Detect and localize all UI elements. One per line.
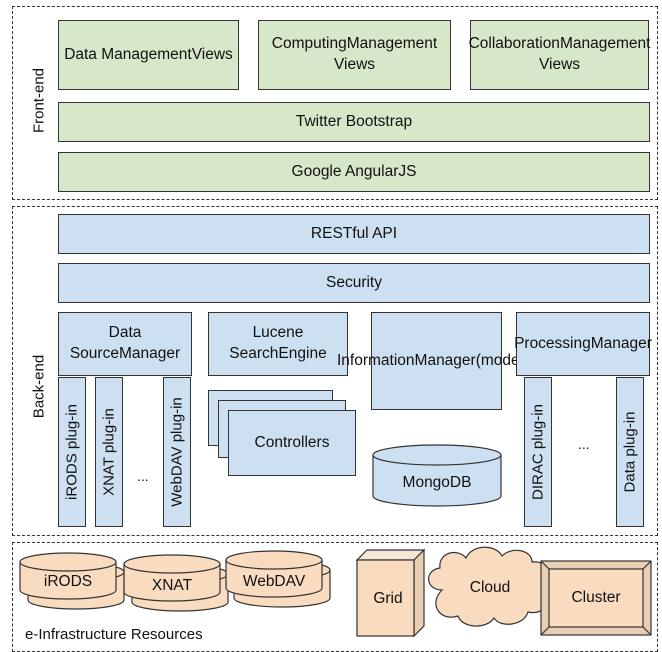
lucene-search-engine: Lucene SearchEngine: [208, 312, 348, 376]
mongodb-cylinder: MongoDB: [372, 444, 502, 507]
data-management-views: Data ManagementViews: [58, 20, 239, 90]
computing-management-views-line2: Management Views: [333, 35, 438, 73]
irods-plugin: iRODS plug-in: [58, 377, 86, 527]
data-source-manager-line1: Data Source: [69, 324, 142, 362]
cloud-label: Cloud: [470, 579, 511, 596]
cloud-shape: Cloud: [428, 546, 551, 627]
collaboration-management-views-line2: Management Views: [538, 35, 651, 73]
cluster-box: Cluster: [540, 560, 652, 636]
right-plugins-ellipsis: ...: [578, 436, 590, 452]
irods-label: iRODS: [44, 573, 92, 590]
processing-manager: ProcessingManager: [514, 312, 652, 376]
grid-cube: Grid: [355, 548, 426, 638]
controllers: Controllers: [228, 410, 356, 476]
dirac-plugin: DIRAC plug-in: [524, 377, 552, 527]
lucene-line2: Engine: [278, 345, 327, 362]
data-management-views-line1: Data Management: [64, 45, 192, 63]
frontend-section: [12, 6, 658, 200]
data-plugin: Data plug-in: [616, 377, 644, 527]
data-source-manager-line2: Manager: [118, 345, 181, 362]
cluster-label: Cluster: [571, 589, 620, 606]
infrastructure-label: e-Infrastructure Resources: [25, 626, 203, 643]
information-line2: Manager: [414, 351, 476, 369]
computing-management-views: ComputingManagement Views: [258, 20, 451, 90]
collaboration-management-views: CollaborationManagement Views: [468, 20, 651, 90]
backend-section: [12, 206, 658, 536]
lucene-line1: Lucene Search: [229, 324, 304, 362]
computing-management-views-line1: Computing: [271, 35, 347, 53]
processing-line2: Manager: [590, 334, 652, 352]
information-line1: Information: [336, 351, 415, 369]
mongodb-label: MongoDB: [403, 474, 472, 491]
processing-line1: Processing: [514, 334, 591, 352]
grid-label: Grid: [373, 590, 402, 607]
restful-api: RESTful API: [58, 214, 650, 254]
xnat-label: XNAT: [152, 577, 193, 594]
security: Security: [58, 263, 650, 303]
data-source-manager: Data SourceManager: [58, 312, 192, 376]
twitter-bootstrap: Twitter Bootstrap: [58, 102, 650, 142]
webdav-plugin: WebDAV plug-in: [163, 377, 191, 527]
xnat-store: XNAT: [123, 554, 229, 612]
webdav-label: WebDAV: [243, 573, 306, 590]
webdav-store: WebDAV: [225, 550, 331, 608]
google-angularjs: Google AngularJS: [58, 152, 650, 192]
left-plugins-ellipsis: ...: [137, 468, 149, 484]
xnat-plugin: XNAT plug-in: [95, 377, 123, 527]
data-management-views-line2: Views: [191, 45, 233, 63]
information-manager: InformationManager(models): [337, 312, 536, 410]
irods-store: iRODS: [19, 552, 125, 610]
collaboration-management-views-line1: Collaboration: [468, 35, 560, 53]
